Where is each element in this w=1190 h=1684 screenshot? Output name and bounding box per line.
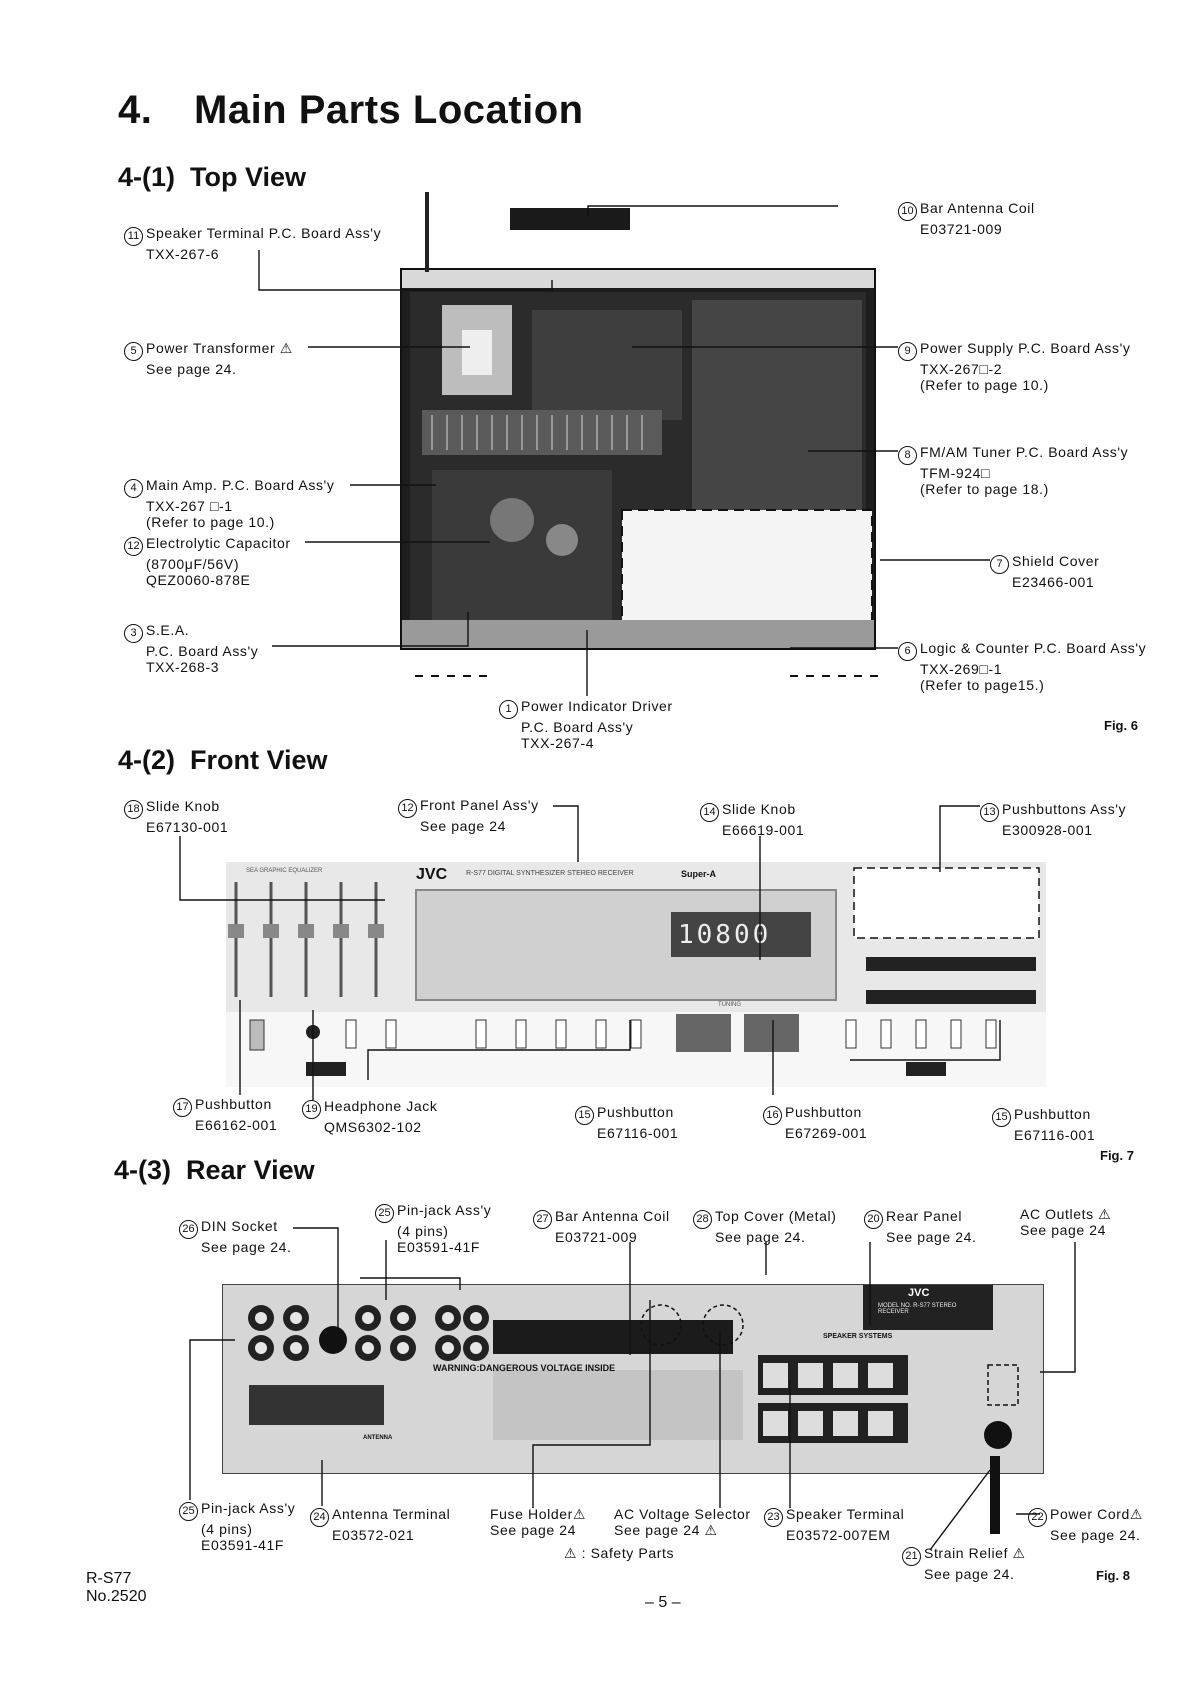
front-brand: JVC bbox=[416, 866, 448, 883]
front-badge: Super-A bbox=[681, 869, 717, 879]
rear-speaker-text: SPEAKER SYSTEMS bbox=[823, 1333, 893, 1340]
section-title-front: 4-(2) Front View bbox=[118, 745, 328, 775]
front-model-text: R-S77 DIGITAL SYNTHESIZER STEREO RECEIVE… bbox=[466, 870, 634, 877]
rear-plate-brand: JVC bbox=[908, 1287, 930, 1299]
bar-antenna-top bbox=[510, 208, 630, 230]
label-fuse-holder: Fuse Holder⚠See page 24 bbox=[490, 1506, 587, 1538]
section-title-rear: 4-(3) Rear View bbox=[114, 1155, 315, 1185]
rear-antenna-text: ANTENNA bbox=[363, 1435, 393, 1441]
rear-plate-text: MODEL NO. R-S77 STEREO RECEIVER bbox=[878, 1303, 957, 1315]
fig-7-caption: Fig. 7 bbox=[1100, 1148, 1134, 1163]
rear-view-photo: JVC MODEL NO. R-S77 STEREO RECEIVER WARN… bbox=[222, 1284, 1044, 1474]
power-cord bbox=[990, 1456, 1000, 1534]
top-view-illustration bbox=[402, 270, 874, 648]
antenna-stub bbox=[425, 192, 429, 272]
front-view-photo: JVC R-S77 DIGITAL SYNTHESIZER STEREO REC… bbox=[226, 862, 1046, 1087]
front-eq-text: SEA GRAPHIC EQUALIZER bbox=[246, 868, 323, 874]
fig-8-caption: Fig. 8 bbox=[1096, 1568, 1130, 1583]
rear-warning: WARNING:DANGEROUS VOLTAGE INSIDE bbox=[433, 1363, 616, 1373]
page-number: – 5 – bbox=[645, 1594, 681, 1611]
front-display: 10800 bbox=[678, 920, 772, 950]
front-panel-illustration bbox=[226, 862, 1046, 1087]
front-tuning-text: TUNING bbox=[718, 1002, 741, 1008]
top-view-photo bbox=[400, 268, 876, 650]
label-ac-outlets: AC Outlets ⚠See page 24 bbox=[1020, 1206, 1112, 1238]
section-title-top: 4-(1) Top View bbox=[118, 162, 307, 192]
safety-parts-note: ⚠ : Safety Parts bbox=[564, 1545, 675, 1561]
page-title: 4.Main Parts Location bbox=[118, 88, 584, 132]
fig-6-caption: Fig. 6 bbox=[1104, 718, 1138, 733]
